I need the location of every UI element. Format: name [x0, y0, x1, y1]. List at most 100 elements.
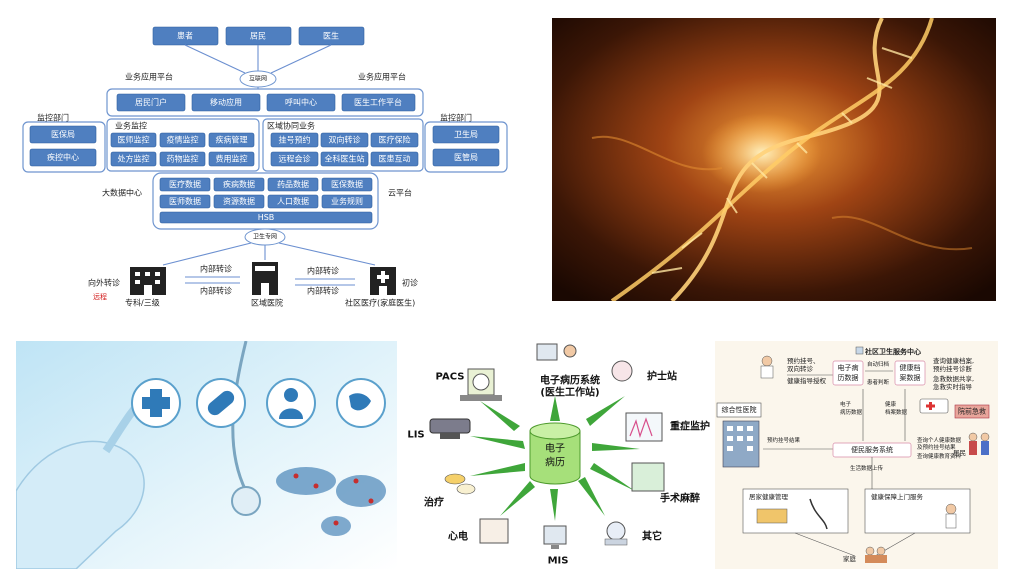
data-item: 人口数据	[277, 196, 309, 206]
arrow	[162, 242, 252, 266]
health-box-label: 案数据	[900, 373, 921, 382]
red-note: 远程	[93, 292, 107, 301]
computer-doctor-icon	[536, 343, 577, 361]
data-item: 业务规则	[331, 196, 363, 206]
left-msg: 双向转诊	[787, 364, 814, 373]
referral-label: 内部转诊	[307, 286, 339, 296]
bigdata-label: 大数据中心	[102, 188, 142, 198]
regional-title: 区域协同业务	[267, 121, 315, 131]
doctor-icon	[266, 378, 316, 428]
facility-label: 专科/三级	[125, 298, 160, 308]
regional-item: 医疗保险	[379, 135, 411, 145]
internet-label: 互联网	[249, 75, 267, 83]
node-lis: LIS	[407, 430, 424, 441]
green-arrows	[470, 396, 640, 521]
right-msg: 查询健康档案,	[933, 356, 974, 365]
monitor-item: 药物监控	[167, 154, 199, 164]
booking-result-label: 预约挂号结果	[767, 436, 801, 444]
surgery-icon	[631, 462, 665, 492]
center-label: 病历	[545, 456, 565, 469]
referral-label: 内部转诊	[307, 266, 339, 276]
location-pins	[293, 473, 374, 526]
facility-label: 区域医院	[251, 298, 283, 308]
app-label: 移动应用	[210, 97, 242, 107]
regional-item: 远程会诊	[279, 154, 311, 164]
hsb-bar	[159, 211, 373, 224]
monitor-item: 处方监控	[118, 154, 150, 164]
community-service-diagram: 社区卫生服务中心 预约挂号、 双向转诊 健康指导授权 电子病 历数据 自动归档 …	[715, 341, 998, 569]
biz-platform-label: 业务应用平台	[358, 72, 406, 82]
nurse-figure-icon	[945, 503, 957, 529]
monitor-item: 疾病管理	[216, 135, 248, 145]
supervision-title: 监控部门	[440, 113, 472, 123]
auto-sync-label: 自动归档	[867, 360, 890, 368]
hospital-building-icon	[130, 267, 166, 295]
monitor-item: 医师监控	[118, 135, 150, 145]
nurse-icon	[611, 360, 633, 382]
ecg-icon	[479, 518, 509, 544]
supervision-item: 卫生局	[454, 129, 478, 139]
node-icu: 重症监护	[670, 420, 710, 433]
medical-cross-icon	[131, 378, 181, 428]
node-pacs: PACS	[436, 372, 465, 383]
app-label: 医生工作平台	[354, 97, 402, 107]
pacs-machine-icon	[460, 368, 502, 401]
mid-left-label: 电子	[840, 400, 852, 408]
dna-illustration	[552, 18, 996, 301]
monitor-item: 费用监控	[216, 154, 248, 164]
emr-database-icon	[529, 422, 581, 485]
left-msg: 预约挂号、	[787, 356, 820, 365]
resident-msg: 查询个人健康数据	[917, 436, 962, 444]
hospital-building-icon	[722, 420, 760, 468]
biz-platform-label: 业务应用平台	[125, 72, 173, 82]
mid-right-label: 档案数据	[885, 408, 908, 416]
right-msg: 急救实时指导	[933, 382, 973, 391]
apps-frame	[106, 88, 424, 117]
node-anesthesia: 手术麻醉	[660, 492, 700, 505]
patient-judge-label: 患者判断	[867, 378, 890, 386]
supervision-item: 医保局	[51, 129, 75, 139]
top-user-label: 患者	[177, 31, 193, 41]
pills-icon	[756, 508, 788, 524]
monitor-icon	[625, 412, 663, 442]
regional-hospital-icon	[252, 262, 278, 295]
right-msg: 急救数据共享,	[933, 374, 974, 383]
node-emr-system: 电子病历系统	[540, 374, 600, 387]
dna-strand	[670, 18, 884, 301]
mid-left-label: 病历数据	[840, 408, 863, 416]
world-map	[276, 467, 386, 536]
glove-hand	[16, 440, 145, 569]
cloud-label: 云平台	[388, 188, 412, 198]
resident-msg: 查询健康教育资料	[917, 452, 962, 460]
biz-monitor-title: 业务监控	[115, 121, 147, 131]
emergency-label: 院前急救	[958, 407, 986, 416]
community-clinic-icon	[370, 267, 396, 295]
home-service-label: 健康保障上门服务	[871, 492, 924, 501]
home-mgmt-label: 居家健康管理	[749, 492, 789, 501]
architecture-diagram: 患者 居民 医生 互联网 业务应用平台 业务应用平台 居民门户 移动应用 呼叫中…	[15, 15, 515, 315]
data-item: 药品数据	[277, 179, 309, 189]
node-ecg: 心电	[448, 530, 468, 543]
data-item: 疾病数据	[223, 179, 255, 189]
pill-icon	[196, 378, 246, 428]
app-label: 居民门户	[135, 97, 167, 107]
service-system-label: 便民服务系统	[851, 445, 893, 454]
supervision-title: 监控部门	[37, 113, 69, 123]
residents-icon	[968, 432, 990, 455]
internet-cloud-icon: 互联网	[239, 70, 277, 88]
data-item: 医保数据	[331, 179, 363, 189]
node-nurse: 护士站	[647, 370, 677, 383]
regional-item: 双向转诊	[329, 135, 361, 145]
emr-hub-diagram: 电子 病历 PACS 电子病历系统 (医生工作站) 护士站 重症监护 手术麻醉	[400, 341, 710, 569]
lab-equipment-icon	[429, 418, 471, 439]
monitor-item: 疫情监控	[167, 135, 199, 145]
referral-label: 内部转诊	[200, 286, 232, 296]
top-user-label: 医生	[323, 31, 339, 41]
data-item: 医师数据	[169, 196, 201, 206]
app-label: 呼叫中心	[285, 97, 317, 107]
regional-item: 挂号预约	[279, 135, 311, 145]
doctor-figure-icon	[760, 355, 774, 379]
data-item: 医疗数据	[169, 179, 201, 189]
arrow	[278, 242, 376, 266]
globe-icon	[336, 378, 386, 428]
